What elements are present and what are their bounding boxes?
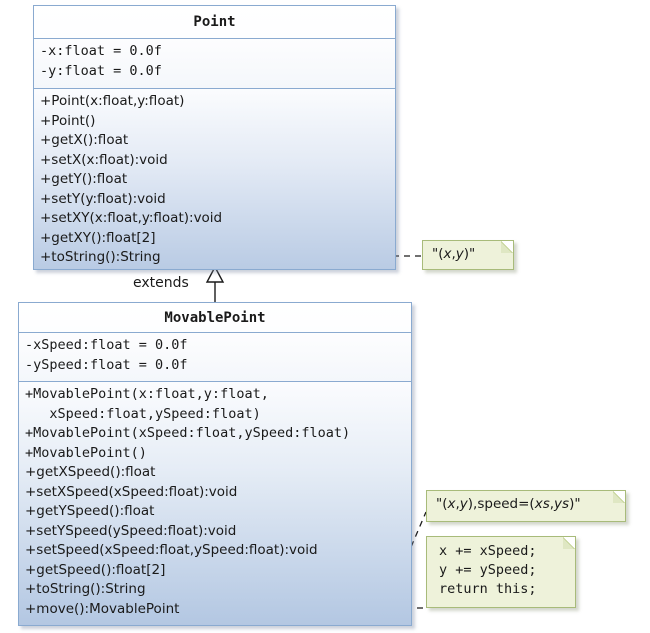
note-text: "(x,y),speed=(xs,ys)" <box>436 496 581 512</box>
note-fold-corner-icon <box>563 536 576 549</box>
operation-row: +toString():String <box>25 581 146 597</box>
class-attributes-movablepoint: -xSpeed:float = 0.0f -ySpeed:float = 0.0… <box>19 333 411 382</box>
note-text: x += xSpeed; <box>439 543 537 559</box>
operation-row: +MovablePoint(xSpeed:float,ySpeed:float) <box>25 425 351 441</box>
operation-row: +getY():float <box>40 171 128 187</box>
attribute-row: -ySpeed:float = 0.0f <box>25 356 188 373</box>
uml-class-point[interactable]: Point -x:float = 0.0f -y:float = 0.0f +P… <box>33 5 396 270</box>
operation-row: +setXSpeed(xSpeed:float):void <box>25 483 238 500</box>
operation-row: +setY(y:float):void <box>40 190 166 207</box>
note-text: "(x,y)" <box>432 246 476 262</box>
note-text: y += ySpeed; <box>439 562 537 578</box>
operation-row: +Point(x:float,y:float) <box>40 93 185 109</box>
operation-row: +move():MovablePoint <box>25 600 180 617</box>
note-fold-corner-icon <box>501 240 514 253</box>
operation-row: +toString():String <box>40 249 161 265</box>
class-name-point: Point <box>34 6 395 39</box>
operation-row: +getX():float <box>40 132 129 148</box>
operation-row: +getXY():float[2] <box>40 229 156 246</box>
attribute-row: -y:float = 0.0f <box>40 62 162 79</box>
class-operations-movablepoint: +MovablePoint(x:float,y:float, xSpeed:fl… <box>19 382 411 625</box>
operation-row: +MovablePoint(x:float,y:float, <box>25 386 269 402</box>
operation-row: +setXY(x:float,y:float):void <box>40 210 223 226</box>
operation-row: +setYSpeed(ySpeed:float):void <box>25 522 237 539</box>
operation-row: +getSpeed():float[2] <box>25 561 166 578</box>
uml-class-movablepoint[interactable]: MovablePoint -xSpeed:float = 0.0f -ySpee… <box>18 302 412 626</box>
attribute-row: -xSpeed:float = 0.0f <box>25 337 188 353</box>
operation-row: +getXSpeed():float <box>25 464 156 480</box>
operation-row: +getYSpeed():float <box>25 503 155 519</box>
class-operations-point: +Point(x:float,y:float) +Point() +getX()… <box>34 89 395 269</box>
relationship-label-extends: extends <box>133 275 189 291</box>
operation-row: +Point() <box>40 112 96 129</box>
operation-row: +MovablePoint() <box>25 444 147 461</box>
operation-row: xSpeed:float,ySpeed:float) <box>25 405 261 422</box>
note-movablepoint-move[interactable]: x += xSpeed; y += ySpeed; return this; <box>426 536 576 608</box>
note-movablepoint-tostring[interactable]: "(x,y),speed=(xs,ys)" <box>426 490 626 522</box>
operation-row: +setX(x:float):void <box>40 151 168 168</box>
note-text: return this; <box>439 581 537 597</box>
operation-row: +setSpeed(xSpeed:float,ySpeed:float):voi… <box>25 542 318 558</box>
note-point-tostring[interactable]: "(x,y)" <box>422 240 514 270</box>
note-fold-corner-icon <box>613 490 626 503</box>
class-name-movablepoint: MovablePoint <box>19 303 411 333</box>
class-attributes-point: -x:float = 0.0f -y:float = 0.0f <box>34 39 395 89</box>
generalization-arrowhead-triangle <box>205 265 225 283</box>
attribute-row: -x:float = 0.0f <box>40 43 162 59</box>
